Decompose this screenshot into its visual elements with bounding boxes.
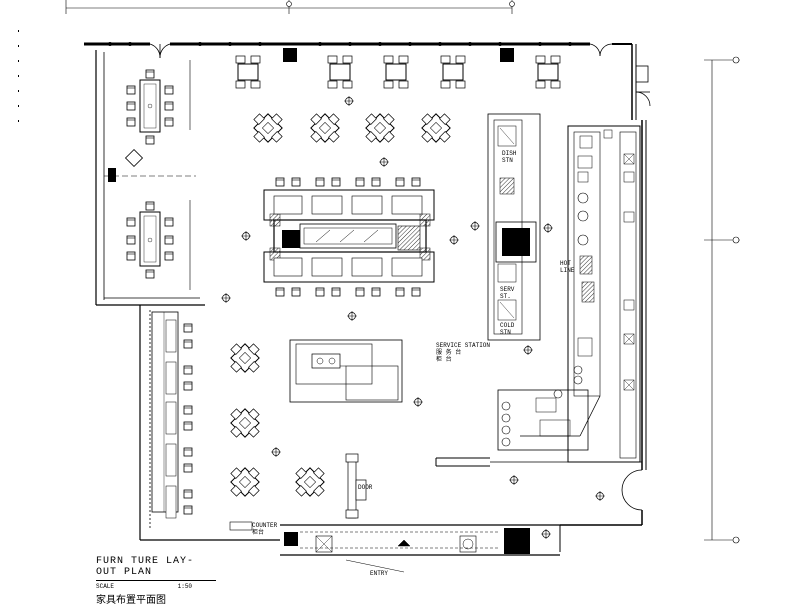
banquet-table-1 — [126, 69, 174, 145]
west-banquette — [151, 311, 193, 519]
drawing-title-chinese: 家具布置平面图 — [96, 595, 166, 606]
entry-door-top-left — [149, 43, 171, 59]
top-wall-studs — [108, 42, 572, 46]
private-dining-room — [104, 60, 196, 290]
right-dimension-line — [704, 56, 740, 544]
diamond-tables-upper — [253, 113, 451, 143]
door-note-label: DOOR — [358, 484, 373, 491]
small-side-table — [124, 148, 144, 168]
drawing-title-block: FURN TURE LAY- OUT PLAN SCALE 1:50 家具布置平… — [96, 556, 216, 606]
drawing-scale: SCALE 1:50 — [96, 583, 216, 590]
bottom-corridor — [229, 521, 477, 573]
pass-counter — [487, 113, 541, 341]
structural-columns — [108, 48, 530, 554]
scale-label: SCALE — [96, 583, 115, 590]
kitchen-line — [435, 125, 642, 467]
counter-note-label: COUNTER 柜台 — [252, 522, 278, 536]
entry-note-label: ENTRY — [370, 570, 389, 577]
entry-door-top-right — [589, 43, 613, 57]
ceiling-markers — [220, 95, 606, 540]
station-2-label: COLD STN — [500, 322, 515, 336]
service-station-label: SERVICE STATION 服 务 台 柜 台 — [436, 342, 491, 363]
station-1-label: SERV ST. — [500, 286, 515, 300]
service-station — [289, 339, 403, 403]
scale-value: 1:50 — [177, 583, 193, 590]
side-door-right — [635, 65, 651, 107]
diamond-tables-west — [230, 343, 325, 497]
station-3-label: DISH STN — [502, 150, 517, 164]
drawing-title: FURN TURE LAY- OUT PLAN — [96, 556, 216, 581]
banquet-table-2 — [126, 201, 174, 279]
service-door-bottom-right — [621, 469, 643, 511]
central-booth-island — [263, 177, 435, 297]
host-stand — [345, 453, 367, 519]
left-margin-ticks — [18, 30, 19, 122]
kitchen-hot-line-label: HOT LINE — [560, 260, 575, 274]
top-dimension-line — [65, 0, 515, 14]
